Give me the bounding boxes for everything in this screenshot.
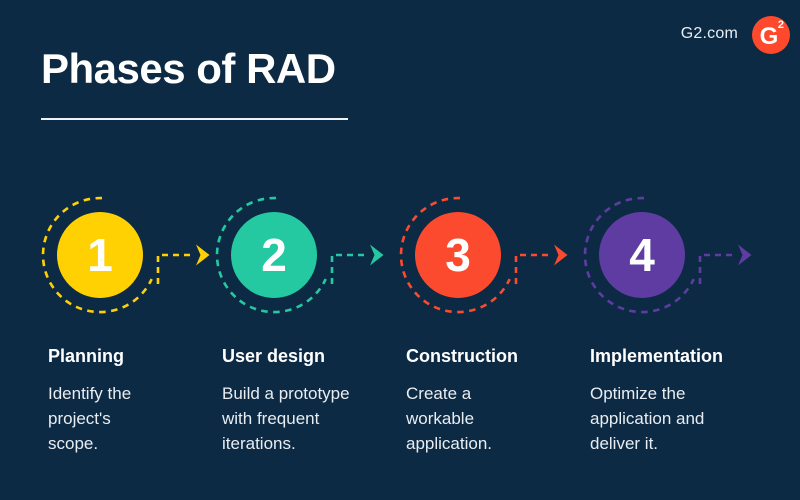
page-title: Phases of RAD bbox=[41, 45, 336, 92]
phase-number: 3 bbox=[445, 229, 471, 281]
phase-description: Build a prototype with frequent iteratio… bbox=[222, 384, 350, 453]
phase-planning: 1 Planning Identify the project's scope. bbox=[28, 182, 213, 456]
phase-graphic: 3 bbox=[399, 196, 568, 314]
phase-number: 4 bbox=[629, 229, 655, 281]
phase-circle bbox=[231, 212, 317, 298]
g2-logo-icon: G 2 bbox=[752, 16, 790, 54]
phase-circle bbox=[599, 212, 685, 298]
connector-arrow-line bbox=[330, 253, 369, 284]
phase-description: Optimize the application and deliver it. bbox=[590, 384, 705, 453]
phase-graphic: 2 bbox=[215, 196, 384, 314]
phase-graphic: 4 bbox=[583, 196, 752, 314]
phase-circle bbox=[57, 212, 143, 298]
dashed-arc bbox=[41, 196, 153, 314]
g2-site-label: G2.com bbox=[680, 25, 738, 42]
phase-user-design: 2 User design Build a prototype with fre… bbox=[202, 182, 387, 456]
dashed-arc bbox=[215, 196, 327, 314]
dashed-arc bbox=[399, 196, 511, 314]
connector-arrowhead-icon bbox=[196, 244, 210, 266]
phase-number: 1 bbox=[87, 229, 113, 281]
phase-name: Construction bbox=[406, 346, 518, 366]
phase-number: 2 bbox=[261, 229, 287, 281]
phase-construction: 3 Construction Create a workable applica… bbox=[386, 182, 571, 456]
g2-logo-letter: G bbox=[759, 23, 779, 50]
phase-name: Planning bbox=[48, 346, 124, 366]
phase-graphic: 1 bbox=[41, 196, 210, 314]
phase-circle bbox=[415, 212, 501, 298]
phase-description: Create a workable application. bbox=[406, 384, 493, 453]
phase-implementation: 4 Implementation Optimize the applicatio… bbox=[570, 182, 755, 456]
phase-name: Implementation bbox=[590, 346, 724, 366]
phase-description: Identify the project's scope. bbox=[48, 384, 132, 453]
dashed-arc bbox=[583, 196, 695, 314]
phase-name: User design bbox=[222, 346, 326, 366]
title-underline bbox=[41, 118, 348, 120]
connector-arrow-line bbox=[156, 253, 195, 284]
g2-logo-superscript: 2 bbox=[777, 19, 784, 31]
connector-arrowhead-icon bbox=[554, 244, 568, 266]
connector-arrowhead-icon bbox=[738, 244, 752, 266]
connector-arrowhead-icon bbox=[370, 244, 384, 266]
connector-arrow-line bbox=[514, 253, 553, 284]
connector-arrow-line bbox=[698, 253, 737, 284]
